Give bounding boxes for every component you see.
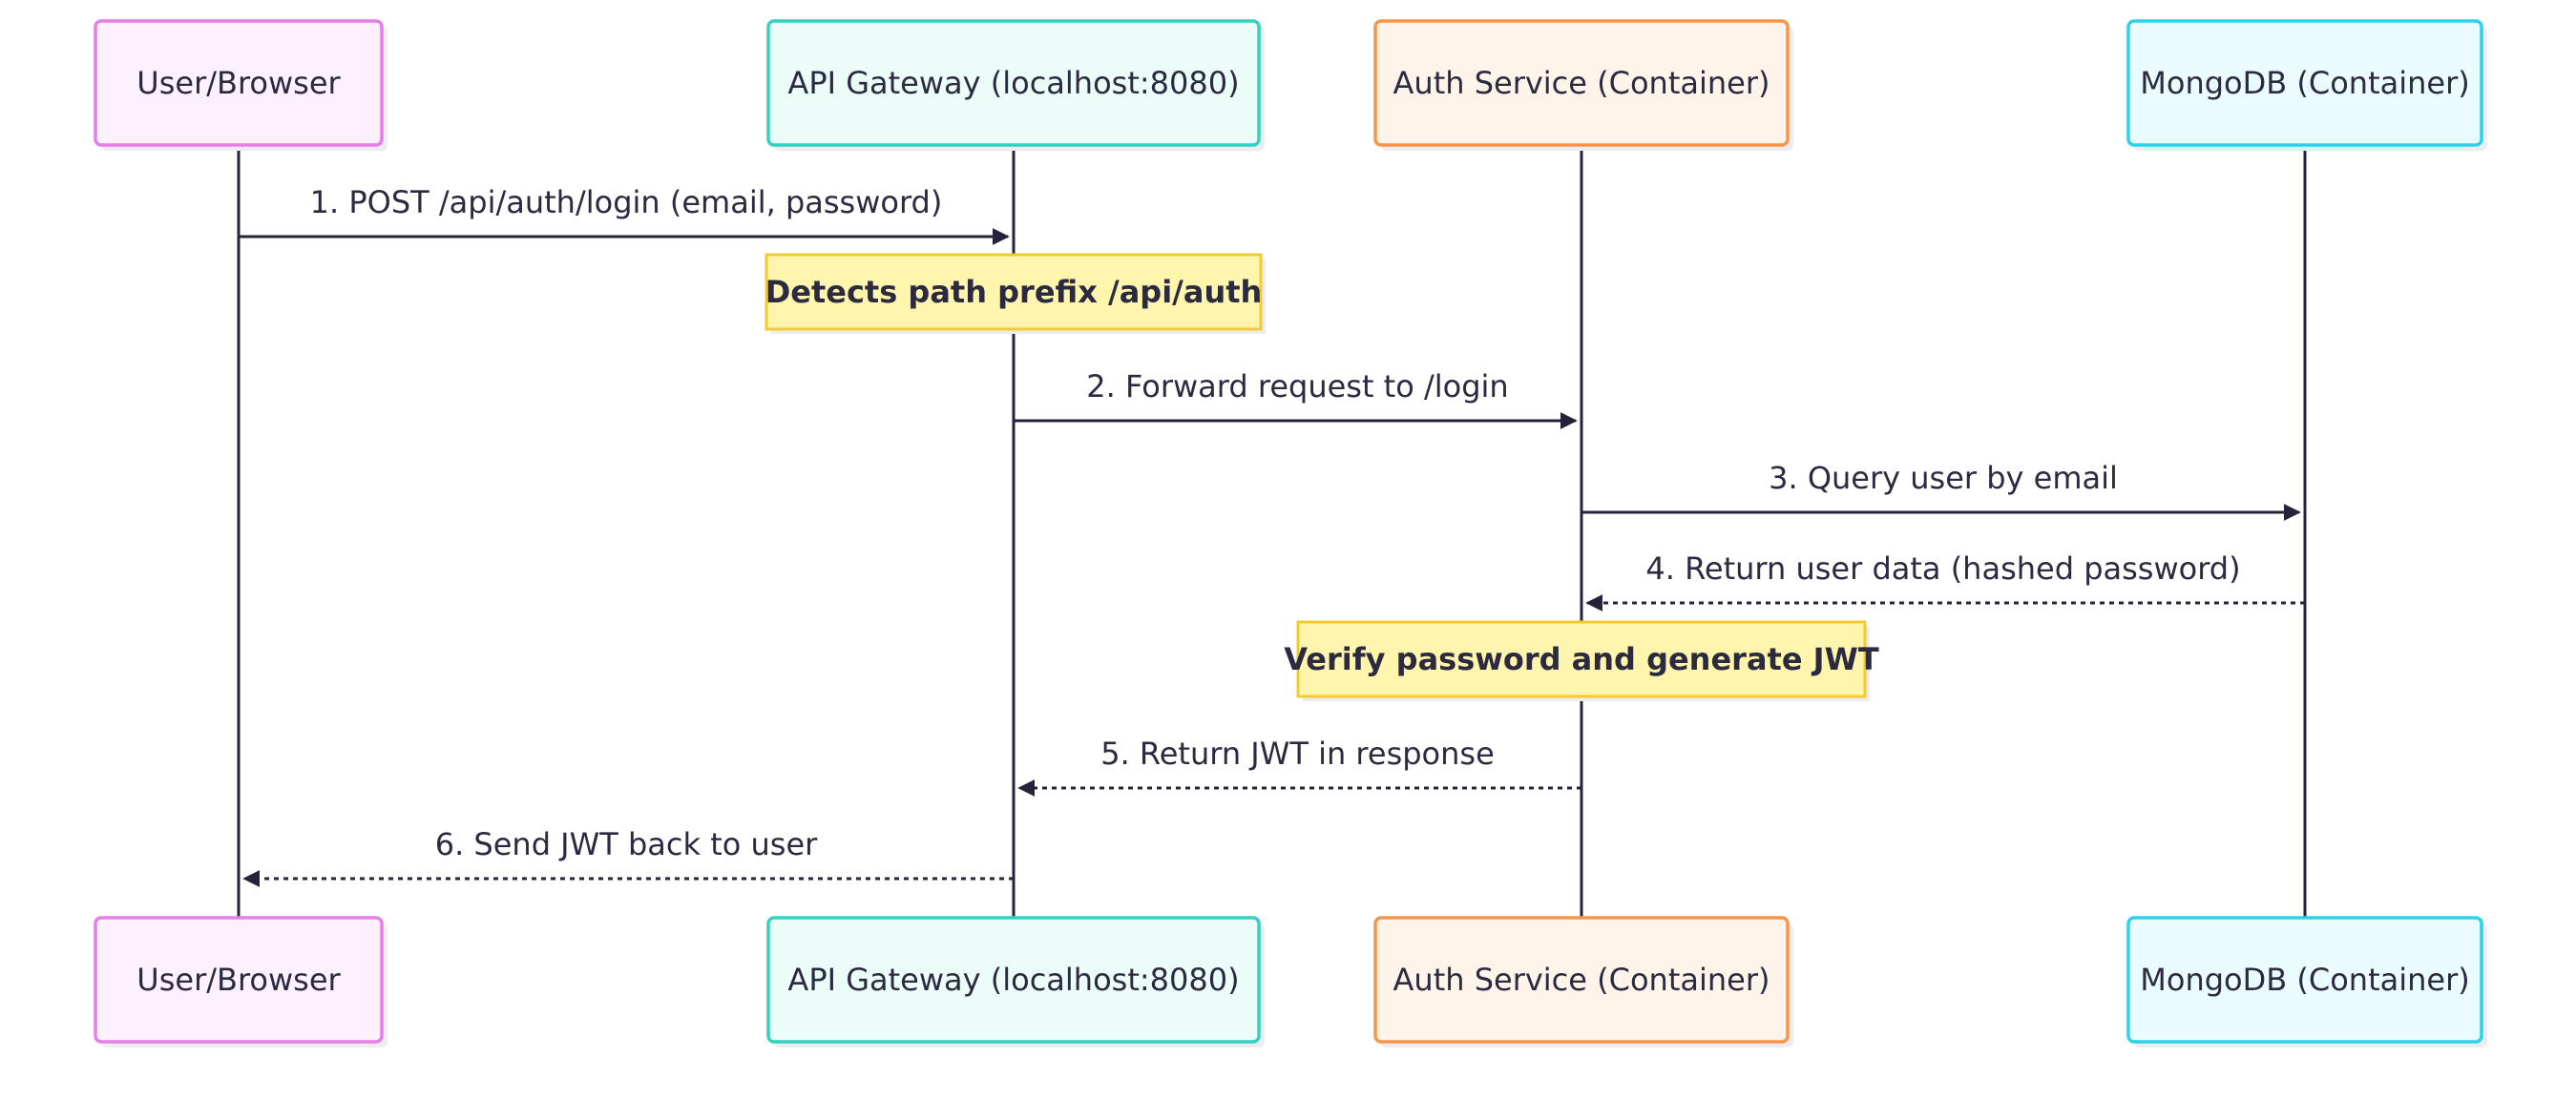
- actor-box: [94, 916, 384, 1044]
- note-label: Detects path prefix /api/auth: [765, 274, 1263, 310]
- message-label: 1. POST /api/auth/login (email, password…: [310, 184, 943, 220]
- message-3: 3. Query user by email: [1581, 460, 2301, 521]
- message-label: 4. Return user data (hashed password): [1645, 550, 2240, 587]
- note-label: Verify password and generate JWT: [1284, 641, 1879, 677]
- actor-top-user-browser[interactable]: User/Browser: [94, 19, 387, 151]
- actor-label: API Gateway (localhost:8080): [787, 962, 1239, 998]
- message-6: 6. Send JWT back to user: [242, 826, 1014, 887]
- message-label: 6. Send JWT back to user: [435, 826, 818, 862]
- message-2: 2. Forward request to /login: [1014, 368, 1578, 429]
- actor-box: [2126, 916, 2483, 1044]
- message-5: 5. Return JWT in response: [1017, 736, 1581, 797]
- messages: 1. POST /api/auth/login (email, password…: [239, 184, 2305, 887]
- actor-box: [2126, 19, 2483, 147]
- actor-box: [766, 19, 1261, 147]
- actor-label: MongoDB (Container): [2140, 962, 2469, 998]
- actor-bottom-user-browser[interactable]: User/Browser: [94, 916, 387, 1047]
- message-label: 2. Forward request to /login: [1086, 368, 1508, 404]
- actor-label: MongoDB (Container): [2140, 65, 2469, 101]
- note-1: Detects path prefix /api/auth: [764, 253, 1266, 334]
- actor-label: Auth Service (Container): [1393, 962, 1770, 998]
- actor-top-api-gateway-localhost-8080[interactable]: API Gateway (localhost:8080): [766, 19, 1265, 151]
- actor-label: User/Browser: [136, 65, 341, 101]
- message-label: 3. Query user by email: [1769, 460, 2118, 496]
- note-box: [764, 253, 1263, 331]
- actor-label: User/Browser: [136, 962, 341, 998]
- message-4: 4. Return user data (hashed password): [1585, 550, 2305, 612]
- actor-top-auth-service-container[interactable]: Auth Service (Container): [1373, 19, 1793, 151]
- lifelines: [237, 145, 2307, 918]
- actor-bottom-api-gateway-localhost-8080[interactable]: API Gateway (localhost:8080): [766, 916, 1265, 1047]
- actor-label: API Gateway (localhost:8080): [787, 65, 1239, 101]
- actor-top-mongodb-container[interactable]: MongoDB (Container): [2126, 19, 2487, 151]
- actor-label: Auth Service (Container): [1393, 65, 1770, 101]
- note-2: Verify password and generate JWT: [1284, 620, 1879, 701]
- actor-box: [1373, 916, 1790, 1044]
- actor-box: [94, 19, 384, 147]
- actor-box: [766, 916, 1261, 1044]
- message-1: 1. POST /api/auth/login (email, password…: [239, 184, 1010, 245]
- actor-bottom-auth-service-container[interactable]: Auth Service (Container): [1373, 916, 1793, 1047]
- message-label: 5. Return JWT in response: [1100, 736, 1495, 772]
- actor-bottom-mongodb-container[interactable]: MongoDB (Container): [2126, 916, 2487, 1047]
- actor-box: [1373, 19, 1790, 147]
- note-box: [1296, 620, 1867, 698]
